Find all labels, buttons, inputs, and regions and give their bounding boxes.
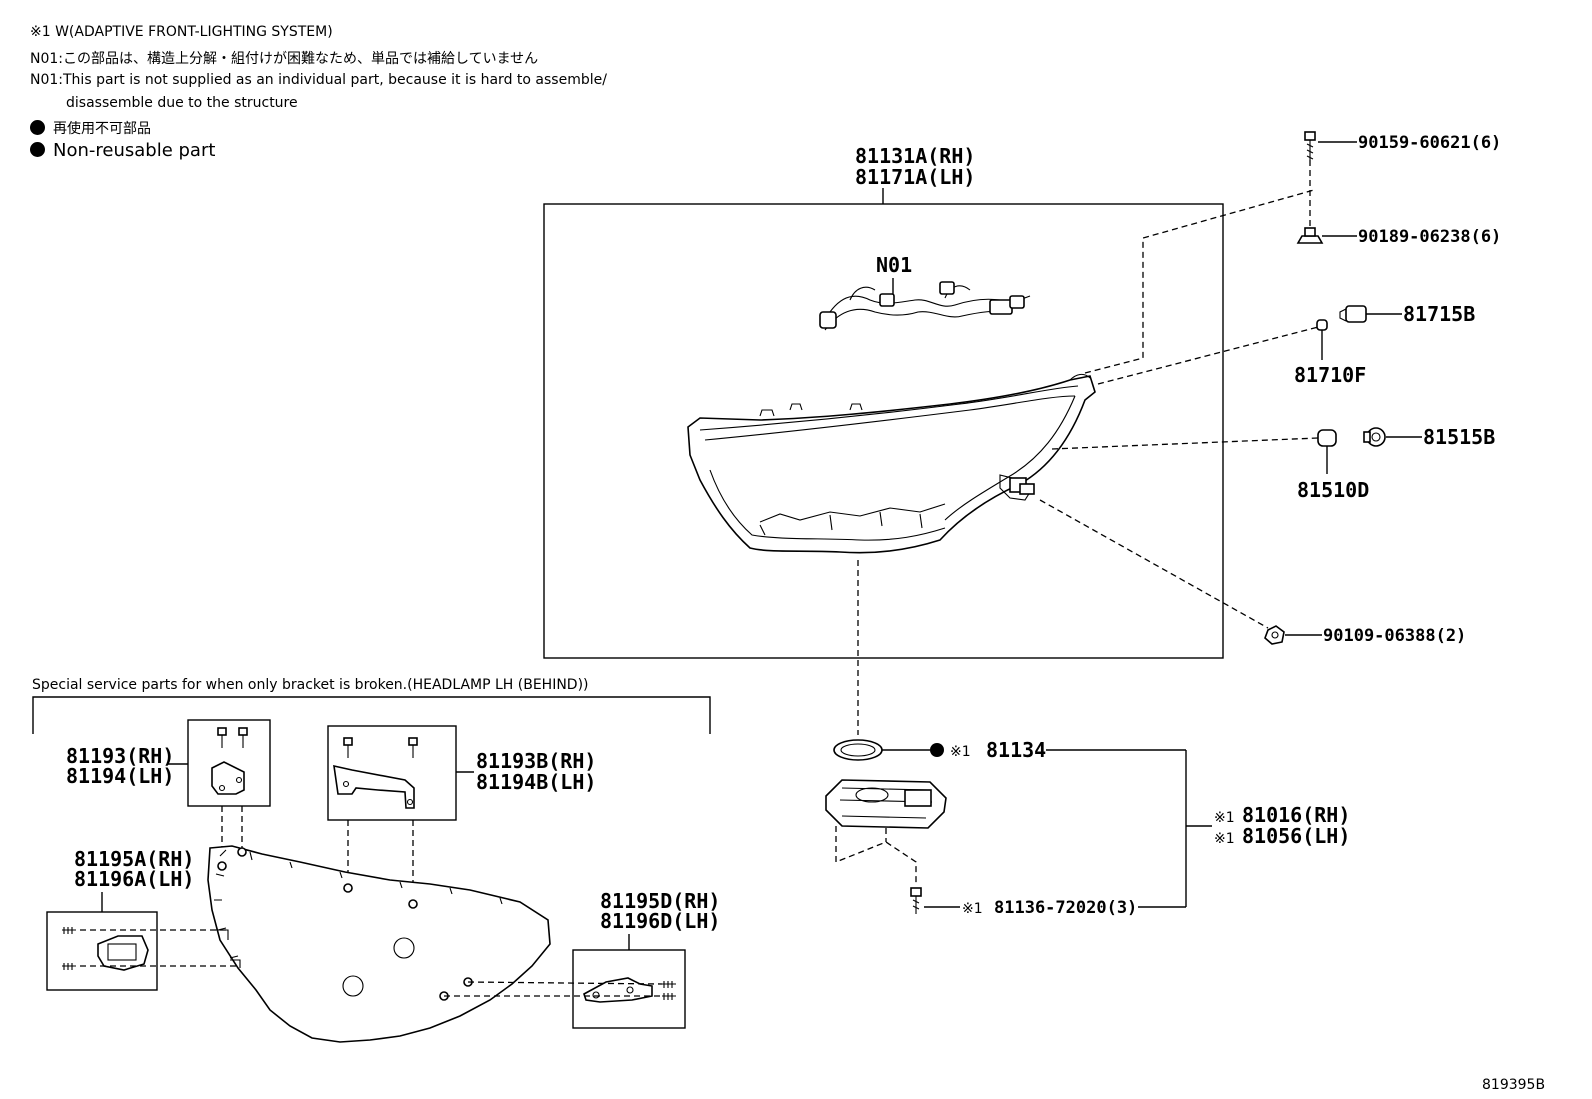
note-afs: ※1 W(ADAPTIVE FRONT-LIGHTING SYSTEM) — [30, 24, 333, 40]
leader-socket-a — [1097, 325, 1323, 385]
label-screw-a[interactable]: 90159-60621(6) — [1358, 133, 1501, 153]
label-bracket1-rh[interactable]: 81193(RH) — [66, 744, 174, 768]
leader-bolt-b — [1039, 499, 1269, 629]
service-section-frame — [32, 696, 711, 734]
screw-a[interactable] — [1304, 131, 1316, 160]
bracket1-box — [187, 719, 271, 807]
label-headlamp-rh[interactable]: 81131A(RH) — [855, 144, 975, 168]
label-computer-mark1: ※1 — [1214, 810, 1235, 826]
bracket1-parts[interactable] — [211, 727, 248, 795]
label-bracket3-lh[interactable]: 81196A(LH) — [74, 867, 194, 891]
bulb-a[interactable] — [1339, 305, 1367, 323]
label-bracket3-rh[interactable]: 81195A(RH) — [74, 847, 194, 871]
leader-screw-a — [1084, 189, 1315, 374]
nut-a[interactable] — [1296, 227, 1324, 244]
headlamp-computer[interactable] — [825, 779, 947, 829]
bolt-b[interactable] — [1264, 625, 1285, 645]
leader-bracket4-a — [467, 981, 663, 985]
leader-computer-screw — [835, 826, 917, 886]
label-bolt-b[interactable]: 90109-06388(2) — [1323, 626, 1466, 646]
note-nonreusable-english: Non-reusable part — [30, 140, 215, 161]
label-bracket2-lh[interactable]: 81194B(LH) — [476, 770, 596, 794]
socket-b[interactable] — [1363, 427, 1386, 447]
label-computer-mark2: ※1 — [1214, 831, 1235, 847]
headlamp-housing-rear[interactable] — [207, 845, 551, 1043]
label-bracket2-rh[interactable]: 81193B(RH) — [476, 749, 596, 773]
bracket4-parts[interactable] — [583, 977, 676, 1003]
bullet-icon — [30, 120, 45, 135]
label-socket-b[interactable]: 81515B — [1423, 425, 1495, 449]
bracket3-parts[interactable] — [62, 927, 149, 971]
note-nonreusable-jp-text: 再使用不可部品 — [53, 121, 151, 137]
label-bracket4-rh[interactable]: 81195D(RH) — [600, 889, 720, 913]
diagram-code: 819395B — [1482, 1077, 1545, 1093]
wire-harness[interactable] — [819, 281, 1031, 331]
label-nut-a[interactable]: 90189-06238(6) — [1358, 227, 1501, 247]
label-harness[interactable]: N01 — [876, 253, 912, 277]
label-bracket1-lh[interactable]: 81194(LH) — [66, 764, 174, 788]
label-bulb-b[interactable]: 81510D — [1297, 478, 1369, 502]
label-computer-rh[interactable]: 81016(RH) — [1242, 803, 1350, 827]
section-title: Special service parts for when only brac… — [32, 677, 589, 693]
headlamp-unit[interactable] — [687, 373, 1096, 554]
note-n01-english-cont: disassemble due to the structure — [66, 95, 298, 111]
nonreusable-icon — [930, 743, 944, 757]
label-headlamp-lh[interactable]: 81171A(LH) — [855, 165, 975, 189]
bracket2-parts[interactable] — [333, 737, 418, 809]
note-n01-english: N01:This part is not supplied as an indi… — [30, 72, 607, 88]
note-nonreusable-japanese: 再使用不可部品 — [30, 118, 151, 138]
bracket2-box — [327, 725, 457, 821]
socket-a[interactable] — [1316, 319, 1328, 331]
label-screw-c-mark: ※1 — [962, 901, 983, 917]
screw-c[interactable] — [910, 887, 922, 914]
bulb-b[interactable] — [1317, 429, 1337, 447]
note-n01-japanese: N01:この部品は、構造上分解・組付けが困難なため、単品では補給していません — [30, 51, 539, 67]
label-computer-lh[interactable]: 81056(LH) — [1242, 824, 1350, 848]
label-gasket-mark: ※1 — [950, 744, 971, 760]
note-nonreusable-en-text: Non-reusable part — [53, 140, 216, 161]
label-screw-c[interactable]: 81136-72020(3) — [994, 898, 1137, 918]
label-gasket[interactable]: 81134 — [986, 738, 1046, 762]
leader-socket-b — [1051, 437, 1319, 450]
label-bracket4-lh[interactable]: 81196D(LH) — [600, 909, 720, 933]
label-socket-a[interactable]: 81710F — [1294, 363, 1366, 387]
bullet-icon — [30, 142, 45, 157]
label-bulb-a[interactable]: 81715B — [1403, 302, 1475, 326]
gasket[interactable] — [833, 739, 883, 761]
